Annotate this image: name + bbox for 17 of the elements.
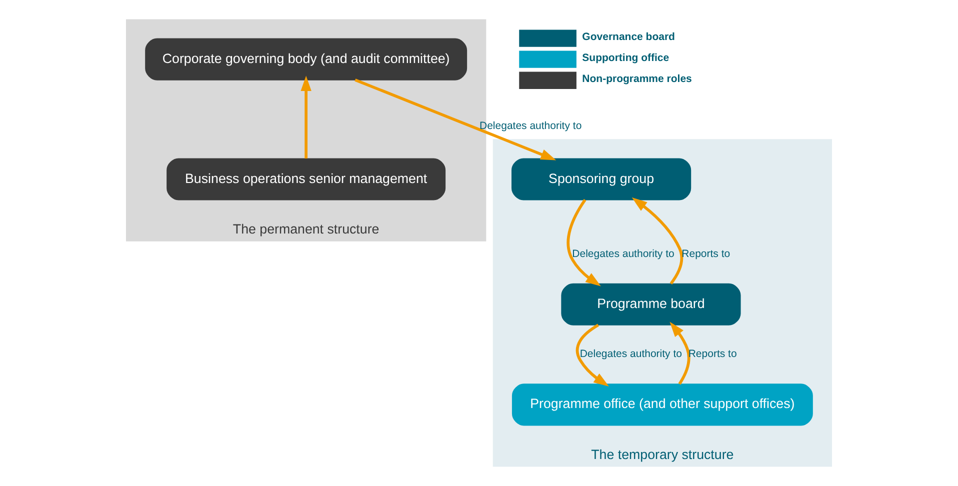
edge-label: Reports to bbox=[682, 248, 730, 260]
edge-label: Delegates authority to bbox=[572, 248, 674, 260]
arrow bbox=[632, 197, 684, 284]
legend-label: Non-programme roles bbox=[582, 73, 692, 86]
legend-label: Supporting office bbox=[582, 52, 670, 64]
node-box: Corporate governing body (and audit committee) bbox=[145, 38, 468, 80]
node-box: Programme office (and other support offices) bbox=[512, 384, 813, 426]
arrow bbox=[354, 78, 556, 160]
node-box: Sponsoring group bbox=[511, 158, 692, 200]
arrow bbox=[576, 324, 609, 386]
node-box: Programme board bbox=[561, 283, 741, 326]
node-box: Business operations senior management bbox=[166, 158, 446, 200]
arrow bbox=[670, 322, 690, 385]
edge-label: Delegates authority to bbox=[580, 348, 682, 360]
arrow bbox=[566, 198, 601, 286]
arrow bbox=[300, 76, 312, 158]
legend-label: Governance board bbox=[582, 31, 675, 44]
